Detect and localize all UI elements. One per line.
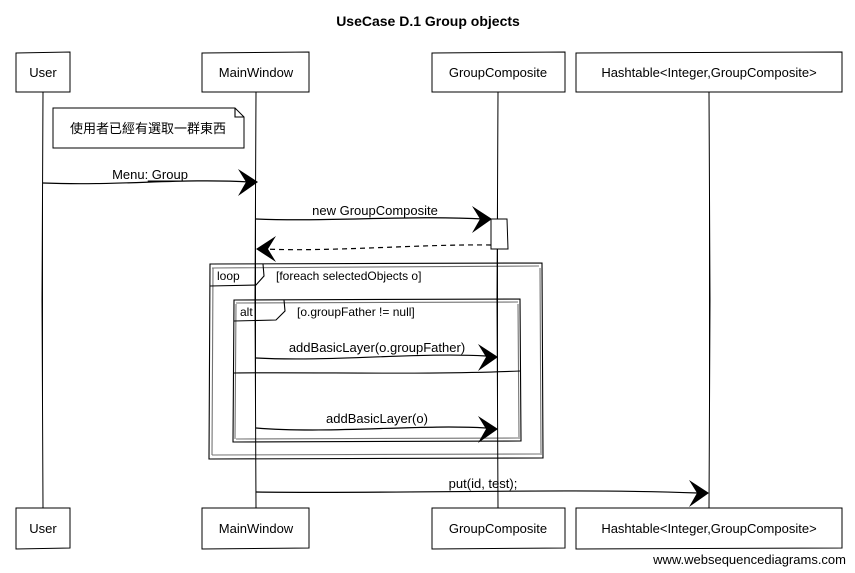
note: 使用者已經有選取一群東西 xyxy=(52,107,245,149)
fragment-loop: loop [foreach selectedObjects o] xyxy=(208,262,544,460)
participant-label: User xyxy=(29,521,57,536)
fragment-alt: alt [o.groupFather != null] xyxy=(232,298,522,443)
watermark: www.websequencediagrams.com xyxy=(652,552,846,567)
message-label: addBasicLayer(o) xyxy=(326,411,428,426)
activation-bar xyxy=(490,218,509,250)
arrowhead-icon xyxy=(478,344,498,371)
participant-label: Hashtable<Integer,GroupComposite> xyxy=(601,521,816,536)
participant-mainwindow-bottom: MainWindow xyxy=(201,507,310,550)
message-return-groupcomposite xyxy=(256,236,492,262)
alt-divider xyxy=(233,370,521,374)
arrowhead-icon xyxy=(256,236,276,262)
participant-label: GroupComposite xyxy=(449,521,547,536)
message-add-basic-layer-father: addBasicLayer(o.groupFather) xyxy=(255,340,498,371)
fragment-keyword: loop xyxy=(217,269,240,283)
participant-user-top: User xyxy=(15,51,71,93)
participant-hashtable-bottom: Hashtable<Integer,GroupComposite> xyxy=(575,507,843,550)
arrowhead-icon xyxy=(689,480,709,507)
message-menu-group: Menu: Group xyxy=(42,167,258,196)
arrowhead-icon xyxy=(238,169,258,196)
participant-label: MainWindow xyxy=(219,65,294,80)
participant-groupcomposite-bottom: GroupComposite xyxy=(431,507,566,550)
fragment-guard: [o.groupFather != null] xyxy=(297,305,415,319)
lifeline-groupcomposite xyxy=(496,91,499,509)
participant-user-bottom: User xyxy=(15,507,71,550)
participant-label: GroupComposite xyxy=(449,65,547,80)
fragment-keyword: alt xyxy=(240,305,253,319)
participant-label: MainWindow xyxy=(219,521,294,536)
message-add-basic-layer: addBasicLayer(o) xyxy=(255,411,498,443)
lifeline-user xyxy=(41,91,44,509)
arrowhead-icon xyxy=(478,416,498,443)
message-label: Menu: Group xyxy=(112,167,188,182)
participant-label: User xyxy=(29,65,57,80)
fragment-guard: [foreach selectedObjects o] xyxy=(276,269,421,283)
participant-hashtable-top: Hashtable<Integer,GroupComposite> xyxy=(575,51,843,93)
message-label: addBasicLayer(o.groupFather) xyxy=(289,340,465,355)
participant-mainwindow-top: MainWindow xyxy=(201,51,310,93)
message-new-groupcomposite: new GroupComposite xyxy=(255,203,492,233)
note-text: 使用者已經有選取一群東西 xyxy=(70,121,226,136)
message-put-id-test: put(id, test); xyxy=(255,476,709,507)
participant-groupcomposite-top: GroupComposite xyxy=(431,51,566,93)
participant-label: Hashtable<Integer,GroupComposite> xyxy=(601,65,816,80)
arrowhead-icon xyxy=(472,206,492,233)
lifeline-hashtable xyxy=(708,91,711,509)
message-label: put(id, test); xyxy=(449,476,518,491)
diagram-title: UseCase D.1 Group objects xyxy=(336,13,520,29)
message-label: new GroupComposite xyxy=(312,203,438,218)
